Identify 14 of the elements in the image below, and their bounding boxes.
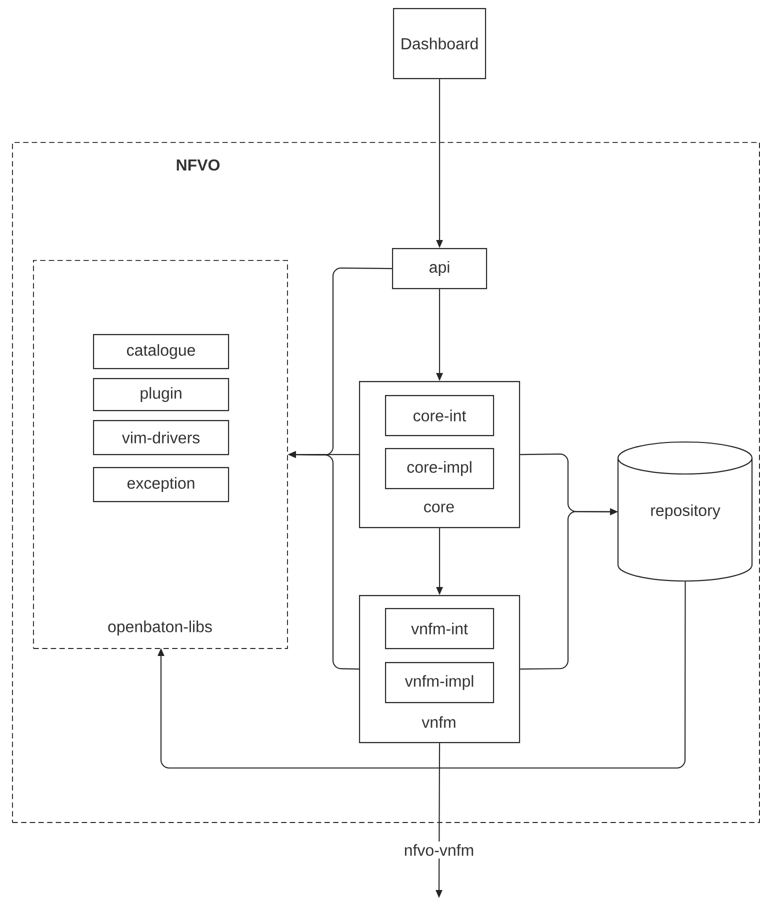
arrow (158, 582, 686, 769)
module-box: exception (93, 467, 230, 502)
module-box: plugin (93, 378, 230, 412)
component-box: vnfm-int (385, 608, 494, 650)
component-box: core-int (385, 395, 494, 436)
module-box: vim-drivers (93, 420, 230, 456)
dashboard-box: Dashboard (393, 8, 486, 80)
edge-label: nfvo-vnfm (401, 841, 477, 859)
node-label: repository (651, 504, 720, 520)
component-box: core-impl (385, 448, 494, 490)
api-box: api (392, 248, 488, 290)
component-box: vnfm-impl (385, 662, 494, 704)
database-cylinder: repository (617, 441, 753, 582)
module-box: catalogue (93, 334, 230, 370)
